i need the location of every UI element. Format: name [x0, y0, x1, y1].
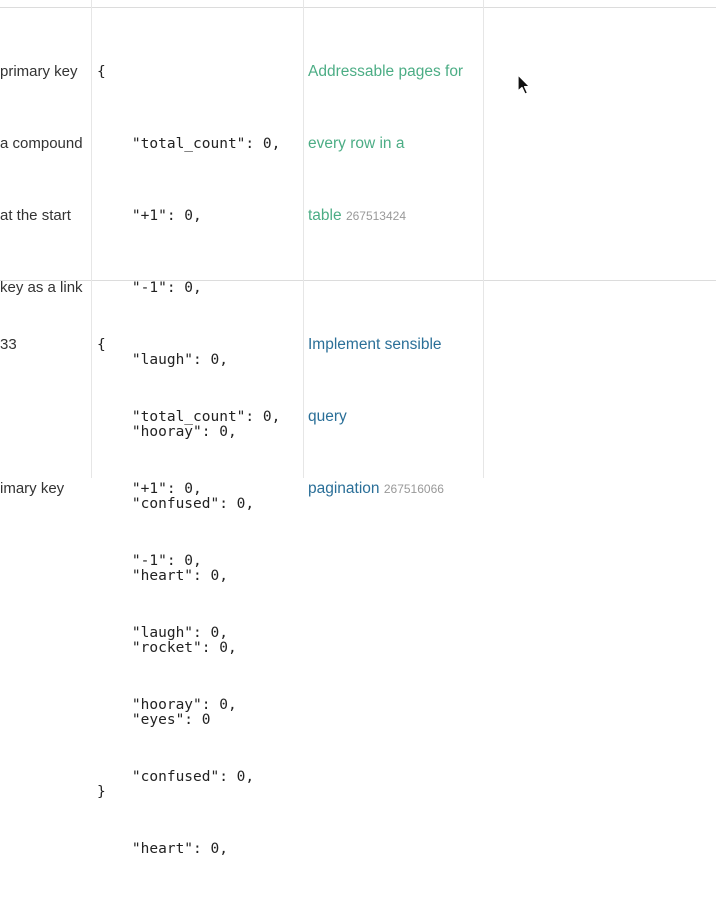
column-divider-2 [303, 0, 304, 478]
column-divider-3 [483, 0, 484, 478]
code-line: "-1": 0, [97, 553, 202, 569]
code-line: "laugh": 0, [97, 625, 228, 641]
description-line: key as a link [0, 279, 83, 296]
column-divider-1 [91, 0, 92, 478]
mouse-pointer-icon [517, 74, 531, 95]
issue-id: 267513424 [345, 209, 407, 223]
issue-cell: Addressable pages for every row in a tab… [308, 12, 463, 276]
issue-link[interactable]: table [308, 207, 342, 224]
description-line: imary key [0, 480, 65, 497]
description-line: a compound [0, 135, 83, 152]
issue-link[interactable]: Addressable pages for [308, 63, 464, 80]
issue-cell: Implement sensible query pagination 2675… [308, 285, 444, 549]
description-cell: 33 imary key [0, 285, 90, 549]
description-cell: primary key a compound at the start key … [0, 12, 90, 348]
code-line: "-1": 0, [97, 280, 202, 296]
description-line: at the start [0, 207, 71, 224]
code-line: "+1": 0, [97, 208, 202, 224]
issue-link[interactable]: every row in a [308, 135, 405, 152]
reactions-json-cell: { "total_count": 0, "+1": 0, "-1": 0, "l… [97, 285, 280, 909]
description-line: 33 [0, 336, 17, 353]
code-line: { [97, 337, 106, 353]
issue-link[interactable]: query [308, 408, 347, 425]
code-line: "total_count": 0, [97, 409, 281, 425]
issue-link[interactable]: Implement sensible [308, 336, 442, 353]
description-line: primary key [0, 63, 78, 80]
code-line: "heart": 0, [97, 841, 228, 857]
code-line: "total_count": 0, [97, 136, 281, 152]
description-line [0, 405, 90, 429]
issue-id: 267516066 [383, 482, 444, 496]
row-divider [0, 280, 716, 281]
code-line: "+1": 0, [97, 481, 202, 497]
code-line: "laugh": 0, [97, 352, 228, 368]
code-line: "confused": 0, [97, 769, 255, 785]
code-line: "hooray": 0, [97, 697, 237, 713]
code-line: "hooray": 0, [97, 424, 237, 440]
table-top-border [0, 7, 716, 8]
code-line: { [97, 64, 106, 80]
issue-link[interactable]: pagination [308, 480, 380, 497]
